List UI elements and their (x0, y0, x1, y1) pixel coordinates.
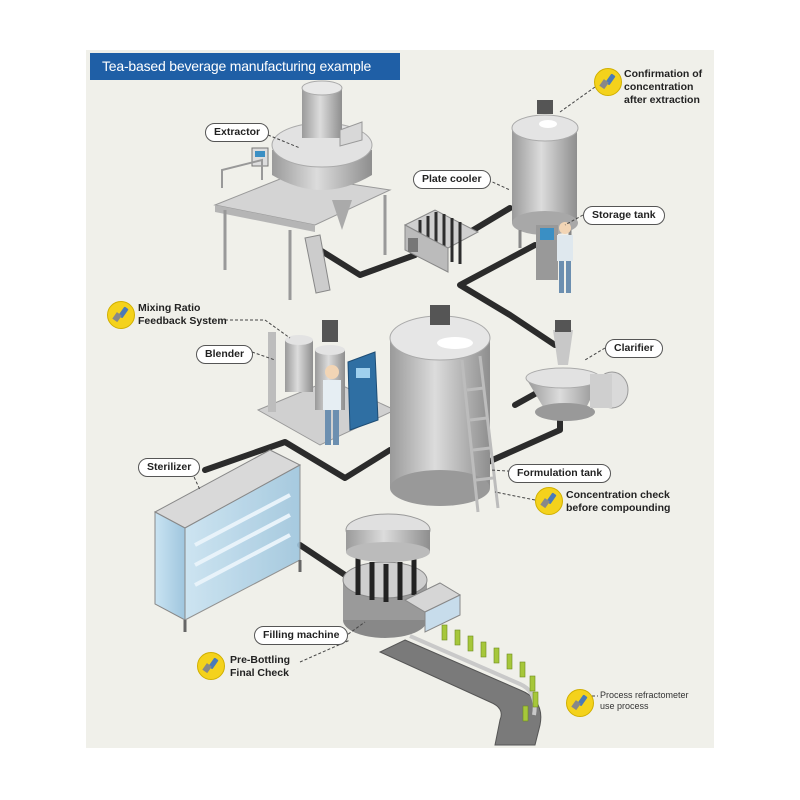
label-blender: Blender (196, 345, 254, 364)
label-formulation-tank: Formulation tank (508, 464, 612, 483)
refractometer-icon (566, 689, 594, 717)
label-filling-machine: Filling machine (254, 626, 349, 645)
label-clarifier: Clarifier (605, 339, 663, 358)
note-pre-bottling-check: Pre-Bottling Final Check (230, 654, 290, 680)
refractometer-icon (594, 68, 622, 96)
note-line: after extraction (624, 94, 700, 106)
plate-cooler (403, 209, 480, 273)
storage-tank (511, 100, 579, 293)
note-line: Concentration check (566, 489, 670, 501)
extractor (213, 80, 392, 300)
legend-line: Process refractometer (600, 690, 689, 700)
blender (256, 320, 397, 446)
note-line: Feedback System (138, 315, 227, 327)
diagram-title: Tea-based beverage manufacturing example (90, 53, 400, 80)
legend-line: use process (600, 701, 649, 711)
note-concentration-check: Concentration check before compounding (566, 489, 670, 515)
clarifier (525, 320, 629, 421)
refractometer-icon (197, 652, 225, 680)
formulation-tank (389, 305, 500, 513)
label-sterilizer: Sterilizer (138, 458, 201, 477)
conveyor (378, 624, 542, 746)
label-extractor: Extractor (205, 123, 270, 142)
label-plate-cooler: Plate cooler (413, 170, 491, 189)
note-line: before compounding (566, 502, 671, 514)
note-confirmation-after-extraction: Confirmation of concentration after extr… (624, 68, 702, 107)
refractometer-icon (535, 487, 563, 515)
refractometer-icon (107, 301, 135, 329)
note-line: Final Check (230, 667, 289, 679)
legend: Process refractometer use process (600, 690, 689, 712)
label-storage-tank: Storage tank (583, 206, 665, 225)
note-line: Confirmation of (624, 68, 703, 80)
sterilizer (153, 449, 302, 632)
note-line: Pre-Bottling (230, 654, 291, 666)
note-line: Mixing Ratio (138, 302, 201, 314)
filling-machine (342, 513, 462, 638)
note-line: concentration (624, 81, 694, 93)
note-mixing-ratio-feedback: Mixing Ratio Feedback System (138, 302, 227, 328)
